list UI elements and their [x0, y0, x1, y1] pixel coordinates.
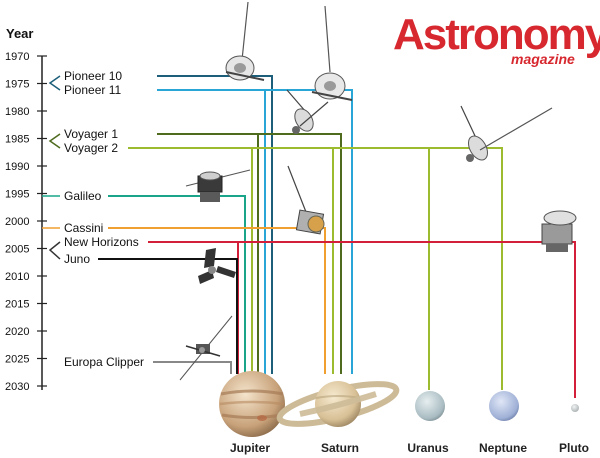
logo-title: Astronomy — [393, 10, 600, 59]
year-tick-label: 2020 — [5, 326, 29, 338]
mission-routes — [42, 75, 576, 398]
route-new-horizons — [148, 241, 576, 398]
route-europa-clipper — [153, 361, 232, 374]
galileo-spacecraft-icon — [185, 169, 251, 202]
route-juno — [98, 258, 238, 374]
year-tick-label: 2010 — [5, 271, 29, 283]
planet-label-saturn: Saturn — [321, 441, 359, 455]
jupiter-planet-icon — [219, 371, 285, 437]
planets: Jupiter Saturn Uranus Neptune Pluto — [219, 371, 589, 455]
year-tick-label: 1975 — [5, 79, 29, 91]
label-new-horizons: New Horizons — [64, 235, 139, 249]
route-pioneer-11 — [157, 89, 353, 374]
new-horizons-spacecraft-icon — [541, 210, 577, 252]
label-voyager-2: Voyager 2 — [64, 141, 118, 155]
route-pioneer-10 — [157, 75, 273, 374]
launch-bracket-voyager — [48, 133, 61, 149]
label-voyager-1: Voyager 1 — [64, 127, 118, 141]
planet-label-pluto: Pluto — [559, 441, 589, 455]
year-tick-label: 1980 — [5, 106, 29, 118]
label-pioneer-10: Pioneer 10 — [64, 69, 122, 83]
pioneer-10-spacecraft-icon — [225, 1, 265, 81]
launch-bracket-nh-juno — [48, 241, 61, 260]
voyager-1-spacecraft-icon — [286, 89, 329, 134]
pluto-planet-icon — [571, 404, 579, 412]
year-tick-label: 1970 — [5, 51, 29, 63]
year-axis: Year 1970 1975 1980 1985 1990 1995 2000 2005 201… — [5, 26, 47, 393]
label-cassini: Cassini — [64, 221, 103, 235]
neptune-planet-icon — [489, 391, 519, 421]
label-juno: Juno — [64, 252, 90, 266]
axis-title: Year — [6, 26, 33, 41]
cassini-spacecraft-icon — [287, 165, 325, 235]
launch-bracket-pioneer — [48, 75, 61, 91]
year-tick-label: 2025 — [5, 354, 29, 366]
year-tick-label: 2000 — [5, 216, 29, 228]
label-galileo: Galileo — [64, 189, 102, 203]
voyager-2-spacecraft-icon — [460, 105, 553, 162]
logo-subtitle: magazine — [511, 51, 575, 67]
saturn-planet-icon — [276, 381, 400, 427]
label-europa-clipper: Europa Clipper — [64, 355, 144, 369]
label-pioneer-11: Pioneer 11 — [64, 83, 121, 97]
uranus-planet-icon — [415, 391, 445, 421]
planet-label-uranus: Uranus — [407, 441, 449, 455]
planet-label-neptune: Neptune — [479, 441, 527, 455]
route-cassini — [108, 227, 326, 374]
route-voyager-2 — [128, 147, 503, 390]
year-tick-label: 1990 — [5, 161, 29, 173]
astronomy-logo: Astronomy magazine — [393, 10, 600, 67]
spacecraft-illustrations — [179, 1, 577, 381]
route-galileo — [108, 195, 246, 374]
juno-spacecraft-icon — [198, 248, 236, 284]
mission-labels: Pioneer 10 Pioneer 11 Voyager 1 Voyager … — [64, 69, 144, 369]
planet-label-jupiter: Jupiter — [230, 441, 270, 455]
year-tick-label: 1985 — [5, 134, 29, 146]
year-tick-label: 2030 — [5, 381, 29, 393]
route-voyager-1 — [157, 133, 342, 374]
europa-clipper-spacecraft-icon — [179, 315, 233, 381]
pioneer-11-spacecraft-icon — [311, 5, 353, 101]
year-tick-label: 2005 — [5, 244, 29, 256]
year-tick-label: 2015 — [5, 299, 29, 311]
year-tick-label: 1995 — [5, 189, 29, 201]
